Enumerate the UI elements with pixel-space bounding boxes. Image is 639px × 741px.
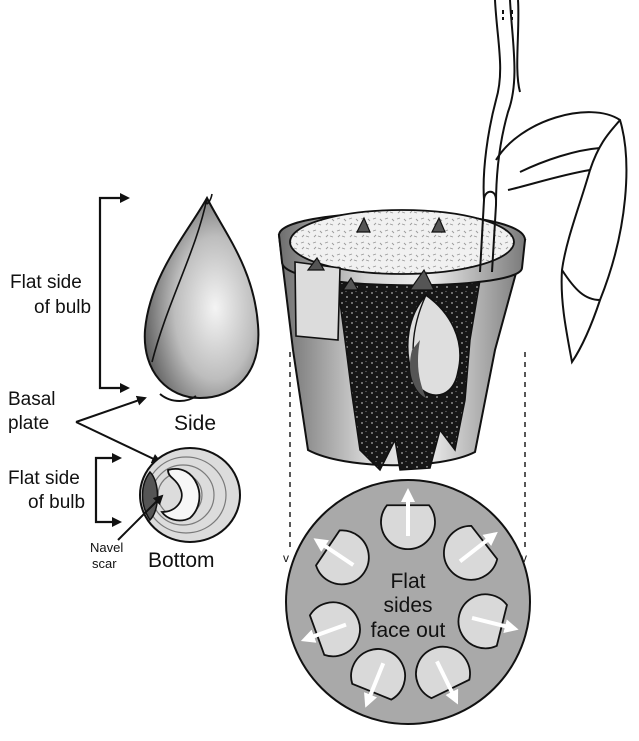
- flat-side-top-label-line2: of bulb: [34, 297, 91, 318]
- flat-side-bottom-label-line2: of bulb: [28, 492, 85, 513]
- disc-text-line2: sides: [383, 594, 432, 617]
- disc-text-line3: face out: [371, 619, 446, 642]
- bulb-side-view: [145, 194, 259, 401]
- bottom-label: Bottom: [148, 549, 215, 572]
- navel-scar-label-line1: Navel: [90, 540, 123, 555]
- basal-plate-label-line1: Basal: [8, 389, 56, 410]
- flat-side-bracket-bottom: [96, 458, 120, 522]
- bulb-bottom-view: [140, 448, 240, 542]
- disc-text-line1: Flat: [390, 570, 425, 593]
- pot-cutaway: [279, 210, 525, 470]
- flat-side-top-label-line1: Flat side: [10, 272, 82, 293]
- guide-tick-left: v: [283, 551, 289, 565]
- basal-plate-arrows: [76, 398, 160, 462]
- side-label: Side: [174, 412, 216, 435]
- flat-side-bracket-top: [100, 198, 128, 388]
- flat-side-bottom-label-line1: Flat side: [8, 468, 80, 489]
- basal-plate-label-line2: plate: [8, 413, 49, 434]
- navel-scar-label-line2: scar: [92, 556, 117, 571]
